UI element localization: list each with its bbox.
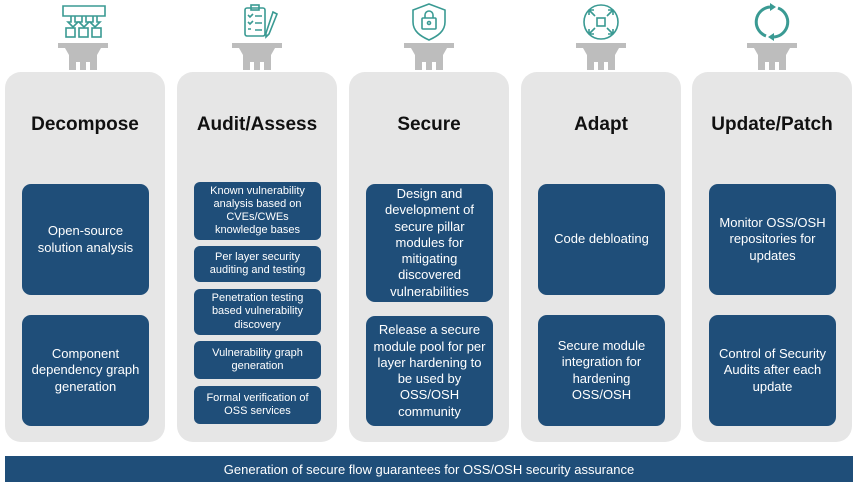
pillar-title: Audit/Assess xyxy=(196,114,318,135)
pillar-capital-decompose xyxy=(5,0,165,72)
foundation-banner: Generation of secure flow guarantees for… xyxy=(5,456,853,482)
shield-lock-icon xyxy=(404,3,454,70)
step-box: Code debloating xyxy=(538,184,665,295)
clipboard-pen-icon xyxy=(232,4,282,70)
step-box: Formal verification of OSS services xyxy=(194,386,321,424)
step-box: Secure module integration for hardening … xyxy=(538,315,665,426)
step-box: Monitor OSS/OSH repositories for updates xyxy=(709,184,836,295)
pillar-secure: Secure Design and development of secure … xyxy=(349,72,509,442)
pillar-title: Update/Patch xyxy=(711,114,833,135)
step-box: Penetration testing based vulnerability … xyxy=(194,289,321,335)
pillar-audit-assess: Audit/Assess Known vulnerability analysi… xyxy=(177,72,337,442)
pillar-adapt: Adapt Code debloating Secure module inte… xyxy=(521,72,681,442)
pillar-title: Secure xyxy=(397,114,461,135)
step-box: Vulnerability graph generation xyxy=(194,341,321,379)
pillar-capital-audit xyxy=(177,0,337,72)
pillar-title: Adapt xyxy=(574,114,628,135)
pillar-title: Decompose xyxy=(31,114,139,135)
step-box: Component dependency graph generation xyxy=(22,315,149,426)
pillar-capital-secure xyxy=(349,0,509,72)
pillar-decompose: Decompose Open-source solution analysis … xyxy=(5,72,165,442)
step-box: Per layer security auditing and testing xyxy=(194,246,321,282)
refresh-cycle-icon xyxy=(747,3,797,70)
step-box: Design and development of secure pillar … xyxy=(366,184,493,302)
step-box: Open-source solution analysis xyxy=(22,184,149,295)
step-box: Control of Security Audits after each up… xyxy=(709,315,836,426)
adapt-arrows-icon xyxy=(576,4,626,70)
pillar-capital-update xyxy=(692,0,852,72)
step-box: Known vulnerability analysis based on CV… xyxy=(194,182,321,240)
pillar-capital-adapt xyxy=(521,0,681,72)
pillar-update-patch: Update/Patch Monitor OSS/OSH repositorie… xyxy=(692,72,852,442)
decompose-icon xyxy=(58,5,108,70)
step-box: Release a secure module pool for per lay… xyxy=(366,316,493,426)
